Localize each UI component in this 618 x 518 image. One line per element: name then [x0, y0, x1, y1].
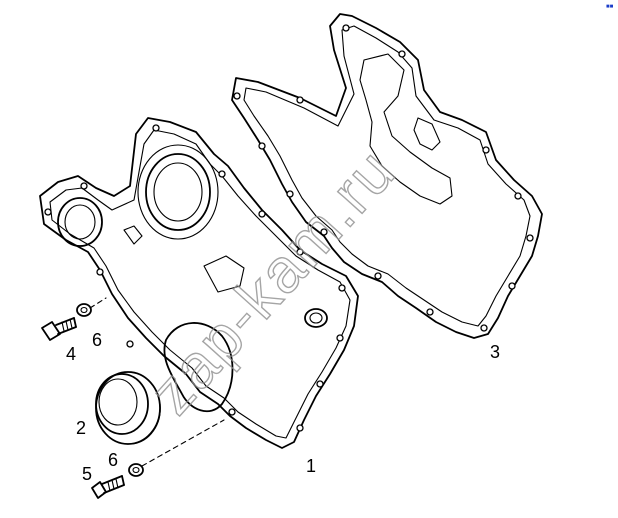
- left-bore: [57, 197, 103, 247]
- cover-part-1: [39, 117, 359, 449]
- gasket-bolt-hole: [286, 190, 294, 198]
- callout-6-lower: 6: [108, 450, 118, 470]
- cover-bolt-hole: [218, 170, 226, 178]
- callout-1: 1: [306, 456, 316, 476]
- cover-bolt-hole: [228, 408, 236, 416]
- gasket-bolt-hole: [426, 308, 434, 316]
- watermark-text: zap-kam.ru: [137, 136, 409, 427]
- gasket-bolt-hole: [296, 96, 304, 104]
- gasket-bolt-hole: [398, 50, 406, 58]
- center-bore: [145, 153, 211, 231]
- gasket-bolt-hole: [374, 272, 382, 280]
- washer-part-6-lower: [128, 463, 144, 477]
- alignment-lines: [89, 297, 225, 467]
- cover-bolt-hole: [152, 124, 160, 132]
- crank-seal-bore: [163, 322, 234, 413]
- gasket-bolt-hole: [320, 228, 328, 236]
- callout-4: 4: [66, 344, 76, 364]
- gasket-part-3: [231, 13, 543, 339]
- callout-2: 2: [76, 418, 86, 438]
- callout-5: 5: [82, 464, 92, 484]
- callout-3: 3: [490, 342, 500, 362]
- washer-part-6-upper: [76, 303, 92, 317]
- bolt-part-5: [91, 475, 125, 499]
- gasket-bolt-hole: [233, 92, 241, 100]
- gasket-bolt-hole: [514, 192, 522, 200]
- cover-bolt-hole: [44, 208, 52, 216]
- bolt-part-4: [41, 317, 77, 341]
- gasket-bolt-hole: [480, 324, 488, 332]
- gasket-bolt-hole: [342, 24, 350, 32]
- gasket-bolt-hole: [508, 282, 516, 290]
- corner-mark: ■■: [606, 4, 614, 10]
- cover-bolt-hole: [338, 284, 346, 292]
- cover-bolt-hole: [296, 424, 304, 432]
- cover-bolt-hole: [316, 380, 324, 388]
- cover-bolt-hole: [296, 248, 304, 256]
- oil-filler-boss: [304, 308, 328, 328]
- callout-6-upper: 6: [92, 330, 102, 350]
- cover-bolt-hole: [336, 334, 344, 342]
- gasket-bolt-hole: [526, 234, 534, 242]
- cover-bolt-hole: [126, 340, 134, 348]
- cover-bolt-hole: [80, 182, 88, 190]
- gasket-bolt-hole: [482, 146, 490, 154]
- oil-seal-part-2: [95, 371, 161, 445]
- cover-bolt-hole: [258, 210, 266, 218]
- gasket-bolt-hole: [258, 142, 266, 150]
- cover-bolt-hole: [96, 268, 104, 276]
